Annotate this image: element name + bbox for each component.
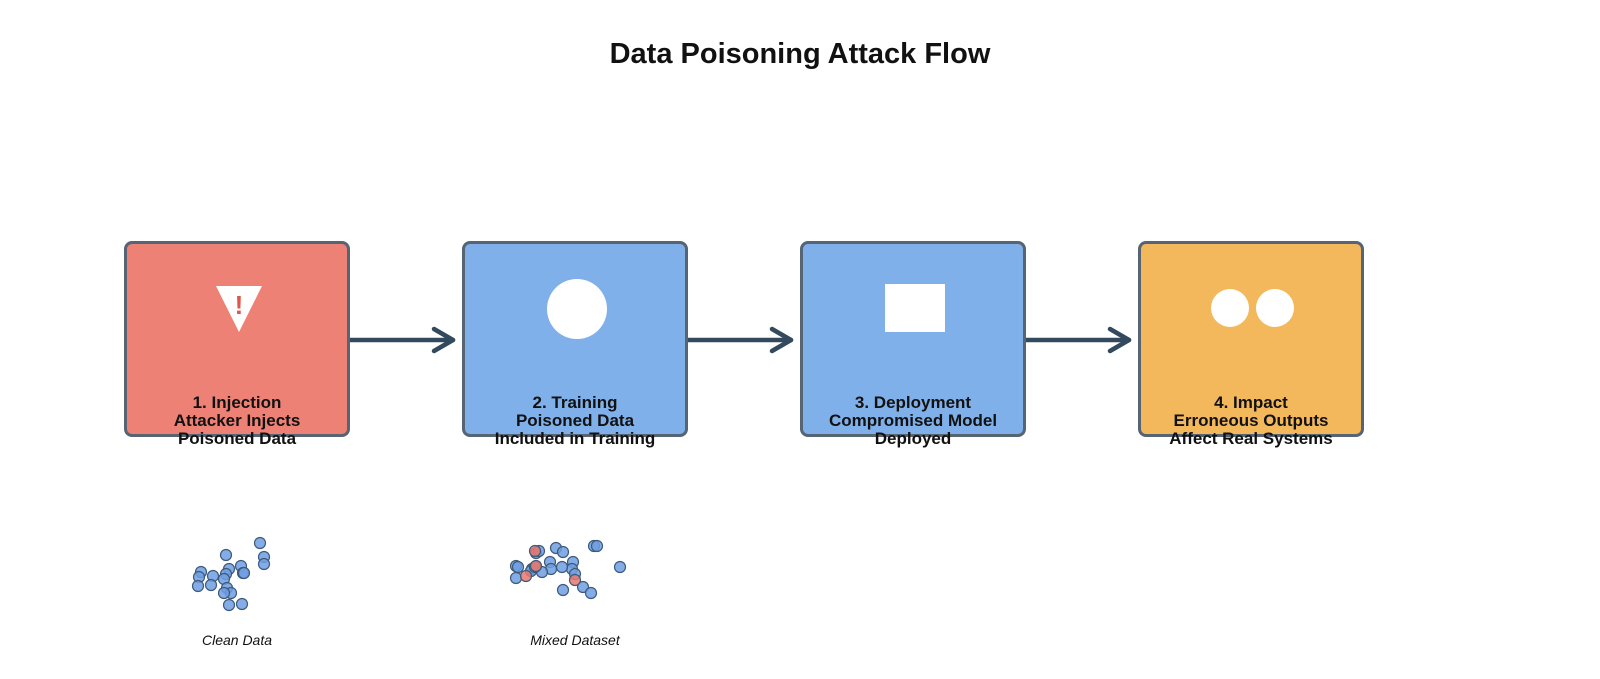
clean-data-point xyxy=(555,560,569,574)
stage-label: 3. Deployment Compromised Model Deployed xyxy=(803,394,1023,448)
clean-data-point xyxy=(556,583,570,597)
poisoned-data-point xyxy=(528,544,542,558)
stage-line1: Compromised Model xyxy=(828,411,998,430)
arrow-right-icon xyxy=(688,326,794,354)
clean-data-scatter xyxy=(191,536,271,612)
poisoned-data-point xyxy=(529,559,543,573)
rectangle-icon xyxy=(885,284,945,332)
stage-step: 3. Deployment xyxy=(854,393,972,412)
clean-data-point xyxy=(191,579,205,593)
stage-line2: Affect Real Systems xyxy=(1169,429,1333,448)
clean-data-point xyxy=(613,560,627,574)
arrow-right-icon xyxy=(350,326,456,354)
clean-data-point xyxy=(556,545,570,559)
clean-data-point xyxy=(237,566,251,580)
clean-data-point xyxy=(257,557,271,571)
clean-data-point xyxy=(584,586,598,600)
stage-line1: Erroneous Outputs xyxy=(1173,411,1329,430)
circle-icon xyxy=(547,279,607,339)
stage-label: 2. Training Poisoned Data Included in Tr… xyxy=(465,394,685,448)
clean-data-point xyxy=(253,536,267,550)
clean-data-point xyxy=(219,548,233,562)
stage-step: 1. Injection xyxy=(192,393,282,412)
mixed-dataset-scatter xyxy=(509,539,627,600)
stage-line1: Poisoned Data xyxy=(515,411,635,430)
stage-label: 4. Impact Erroneous Outputs Affect Real … xyxy=(1141,394,1361,448)
stage-deployment: 3. Deployment Compromised Model Deployed xyxy=(800,241,1026,448)
stage-line2: Deployed xyxy=(874,429,952,448)
arrow-right-icon xyxy=(1026,326,1132,354)
caption-mixed-dataset: Mixed Dataset xyxy=(530,632,620,648)
stage-training: 2. Training Poisoned Data Included in Tr… xyxy=(462,241,688,448)
clean-data-point xyxy=(511,560,525,574)
clean-data-point xyxy=(590,539,604,553)
stage-impact: 4. Impact Erroneous Outputs Affect Real … xyxy=(1138,241,1364,448)
stage-line2: Included in Training xyxy=(494,429,656,448)
warning-triangle-icon: ! xyxy=(216,286,262,332)
poisoned-data-point xyxy=(519,569,533,583)
two-circles-icon xyxy=(1211,289,1294,327)
clean-data-point xyxy=(576,580,590,594)
stage-line1: Attacker Injects xyxy=(173,411,301,430)
stage-step: 2. Training xyxy=(532,393,618,412)
clean-data-point xyxy=(204,578,218,592)
clean-data-point xyxy=(217,586,231,600)
diagram-title: Data Poisoning Attack Flow xyxy=(609,38,991,70)
stage-label: 1. Injection Attacker Injects Poisoned D… xyxy=(127,394,347,448)
poisoned-data-point xyxy=(568,573,582,587)
caption-clean-data: Clean Data xyxy=(201,632,273,648)
stage-step: 4. Impact xyxy=(1214,393,1288,412)
clean-data-point xyxy=(509,571,523,585)
stage-injection: ! 1. Injection Attacker Injects Poisoned… xyxy=(124,241,350,448)
clean-data-point xyxy=(235,597,249,611)
stage-line2: Poisoned Data xyxy=(177,429,297,448)
clean-data-point xyxy=(222,598,236,612)
svg-text:!: ! xyxy=(235,290,244,320)
